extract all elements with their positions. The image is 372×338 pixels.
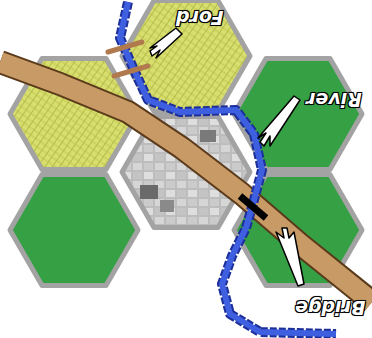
terrain-hex <box>122 1 250 112</box>
bridge <box>240 196 266 218</box>
ford-marks <box>108 42 148 76</box>
leader-arrows <box>150 28 304 286</box>
map-label: Ford <box>176 7 224 29</box>
river <box>120 2 336 334</box>
terrain-hex <box>10 175 138 286</box>
map-label: Bridge <box>295 297 365 319</box>
road-edge <box>0 62 372 302</box>
river-edge <box>120 2 336 334</box>
road <box>0 62 372 302</box>
map-label: River <box>306 89 362 111</box>
